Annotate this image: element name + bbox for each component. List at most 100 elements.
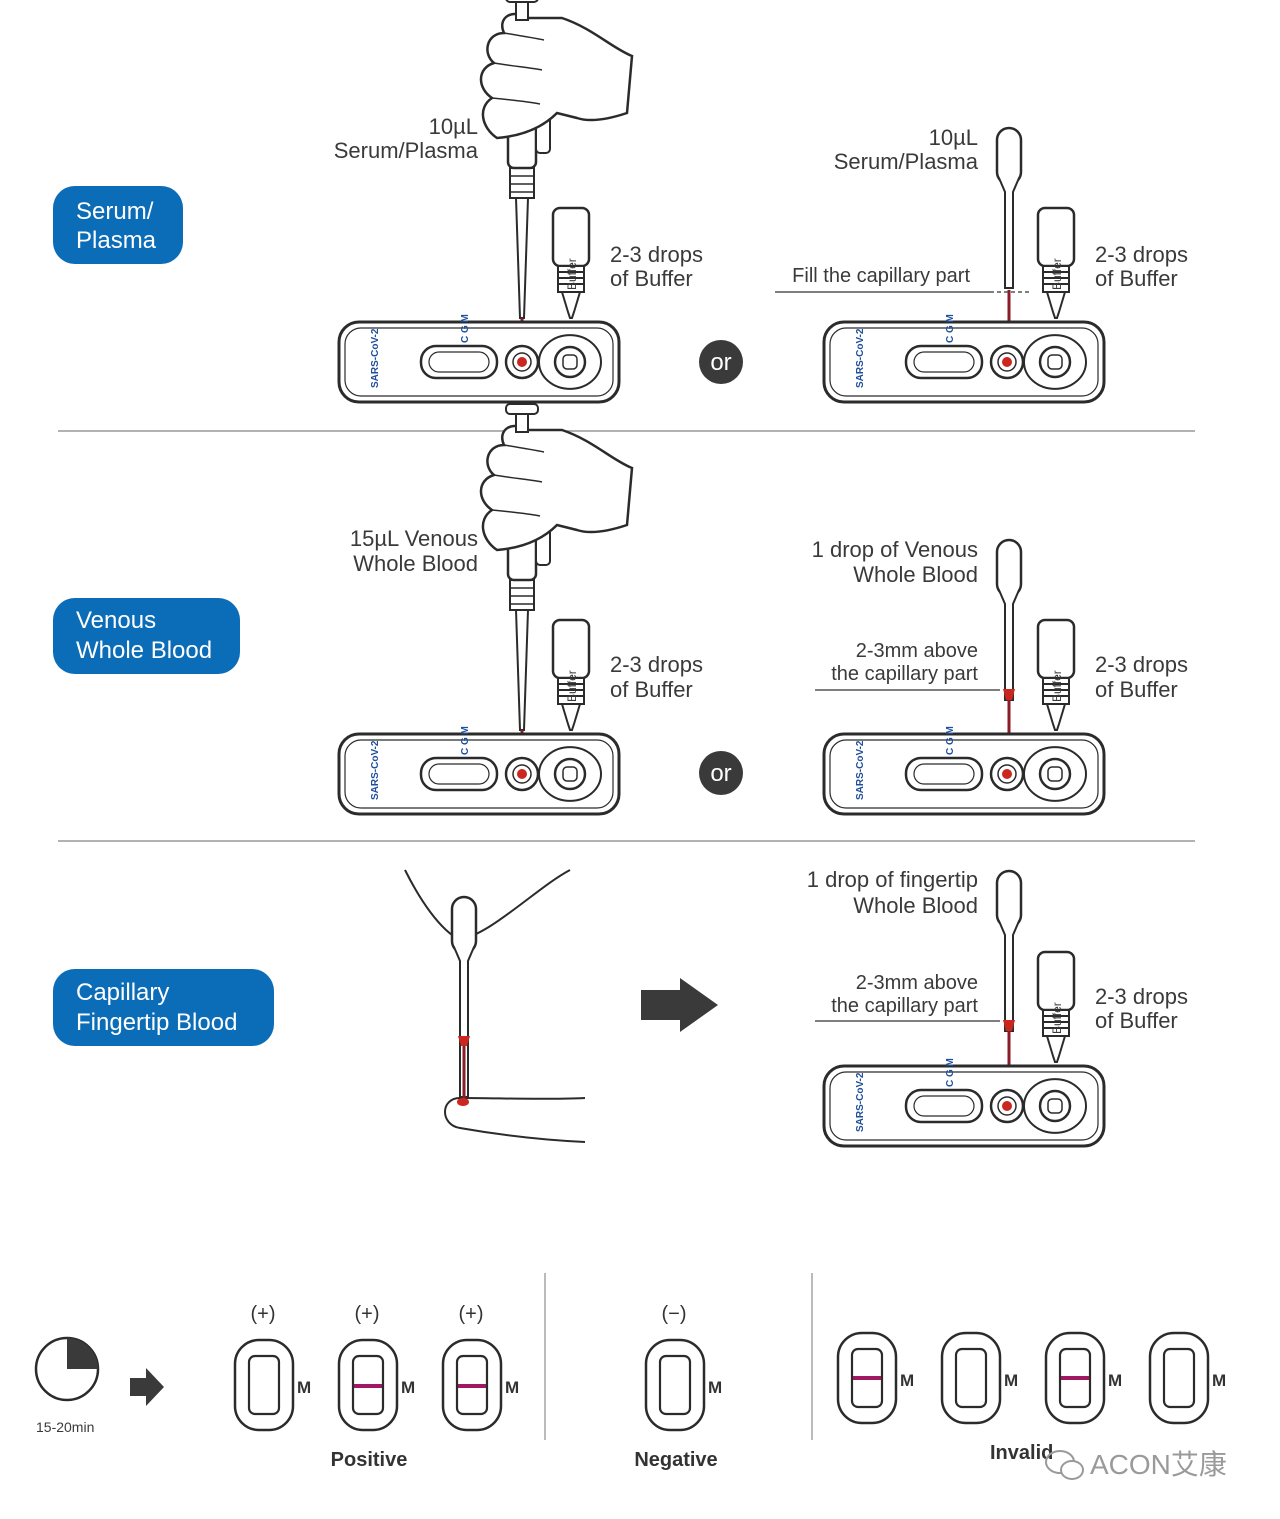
row-capillary-fingertip-blood: Capillary Fingertip Blood 1 drop of fing… (53, 867, 1188, 1148)
positive-symbol: (+) (355, 1303, 380, 1325)
dropper-icon (995, 126, 1023, 290)
negative-symbol: (−) (662, 1303, 687, 1325)
results-section: 15-20min (+) (+) (+) M M M Positive (−) … (34, 1273, 1227, 1480)
test-line (354, 1384, 382, 1388)
left-label-2: Whole Blood (353, 551, 478, 576)
svg-text:or: or (710, 349, 731, 376)
m-label: M (1108, 1371, 1122, 1390)
svg-text:C G M: C G M (945, 726, 956, 755)
dropper-icon (995, 869, 1023, 1033)
badge-line-1: Capillary (76, 979, 169, 1006)
svg-text:SARS-CoV-2: SARS-CoV-2 (370, 740, 381, 800)
right-label-2: Serum/Plasma (834, 149, 979, 174)
buffer-left-1: 2-3 drops (610, 652, 703, 677)
badge-line-1: Serum/ (76, 198, 154, 225)
capillary-note-1: 2-3mm above (856, 972, 978, 994)
badge-serum-plasma: Serum/ Plasma (53, 186, 183, 264)
device-lines: C G M (460, 314, 471, 343)
m-label: M (1004, 1371, 1018, 1390)
positive-label: Positive (331, 1449, 408, 1471)
badge-capillary-fingertip-blood: Capillary Fingertip Blood (53, 969, 274, 1046)
right-label-1: 10µL (929, 125, 978, 150)
right-label-1: 1 drop of Venous (812, 537, 978, 562)
positive-results: (+) (+) (+) M M M Positive (233, 1303, 519, 1471)
left-label-1: 15µL Venous (350, 526, 478, 551)
device-name: SARS-CoV-2 (370, 328, 381, 388)
invalid-results: M M M M Invalid (836, 1331, 1226, 1464)
buffer-left-2: of Buffer (610, 266, 693, 291)
buffer-left-1: 2-3 drops (610, 242, 703, 267)
right-label-2: Whole Blood (853, 562, 978, 587)
or-badge: or (699, 751, 743, 795)
badge-line-2: Whole Blood (76, 637, 212, 664)
m-label: M (1212, 1371, 1226, 1390)
svg-text:SARS-CoV-2: SARS-CoV-2 (855, 740, 866, 800)
buffer-right-2: of Buffer (1095, 1008, 1178, 1033)
badge-venous-whole-blood: Venous Whole Blood (53, 598, 240, 674)
test-line (458, 1384, 486, 1388)
timer-label: 15-20min (36, 1419, 94, 1435)
bottle-label: Buffer (565, 258, 579, 290)
arrow-right-icon (130, 1368, 164, 1406)
positive-symbol: (+) (251, 1303, 276, 1325)
dropper-icon (995, 538, 1023, 702)
buffer-right-1: 2-3 drops (1095, 984, 1188, 1009)
buffer-right-1: 2-3 drops (1095, 652, 1188, 677)
m-label: M (900, 1371, 914, 1390)
badge-line-2: Fingertip Blood (76, 1009, 237, 1036)
svg-text:Buffer: Buffer (1050, 670, 1064, 702)
positive-symbol: (+) (459, 1303, 484, 1325)
svg-text:C G M: C G M (945, 1058, 956, 1087)
capillary-note-1: 2-3mm above (856, 640, 978, 662)
watermark-text: ACON艾康 (1090, 1449, 1227, 1480)
buffer-right-2: of Buffer (1095, 266, 1178, 291)
result-cassette-icon (644, 1338, 706, 1432)
right-label-2: Whole Blood (853, 893, 978, 918)
arrow-right-icon (641, 978, 718, 1032)
left-label-1: 10µL (429, 114, 478, 139)
test-cassette-icon (337, 732, 621, 816)
svg-text:C G M: C G M (460, 726, 471, 755)
test-line (853, 1376, 881, 1380)
svg-text:Buffer: Buffer (1050, 258, 1064, 290)
timer-icon (34, 1336, 100, 1402)
m-label: M (708, 1378, 722, 1397)
or-badge: or (699, 340, 743, 384)
test-cassette-icon (822, 1064, 1106, 1148)
m-label: M (297, 1378, 311, 1397)
result-cassette-icon (1148, 1331, 1210, 1425)
row-serum-plasma: Serum/ Plasma 10µL Serum/Plasma Buffer 2… (53, 0, 1188, 404)
svg-text:SARS-CoV-2: SARS-CoV-2 (855, 1072, 866, 1132)
row-venous-whole-blood: Venous Whole Blood 15µL Venous Whole Blo… (53, 402, 1188, 816)
svg-text:or: or (710, 760, 731, 787)
m-label: M (505, 1378, 519, 1397)
buffer-right-1: 2-3 drops (1095, 242, 1188, 267)
svg-text:SARS-CoV-2: SARS-CoV-2 (855, 328, 866, 388)
badge-line-2: Plasma (76, 227, 157, 254)
wechat-icon (1045, 1450, 1084, 1480)
capillary-note-2: the capillary part (831, 995, 978, 1017)
buffer-right-2: of Buffer (1095, 677, 1178, 702)
watermark: ACON艾康 (1045, 1449, 1227, 1480)
buffer-left-2: of Buffer (610, 677, 693, 702)
test-cassette-icon (822, 732, 1106, 816)
right-label-1: 1 drop of fingertip (807, 867, 978, 892)
left-label-2: Serum/Plasma (334, 138, 479, 163)
result-cassette-icon (233, 1338, 295, 1432)
negative-label: Negative (634, 1449, 717, 1471)
test-cassette-icon (822, 320, 1106, 404)
svg-text:C G M: C G M (945, 314, 956, 343)
m-label: M (401, 1378, 415, 1397)
badge-line-1: Venous (76, 607, 156, 634)
capillary-note-2: the capillary part (831, 663, 978, 685)
test-line (1061, 1376, 1089, 1380)
svg-text:Buffer: Buffer (1050, 1002, 1064, 1034)
capillary-note: Fill the capillary part (792, 265, 970, 287)
svg-text:Buffer: Buffer (565, 670, 579, 702)
finger-icon (404, 869, 586, 1143)
result-cassette-icon (940, 1331, 1002, 1425)
test-cassette-icon (337, 320, 621, 404)
negative-result: (−) M Negative (634, 1303, 722, 1471)
invalid-label: Invalid (990, 1442, 1053, 1464)
